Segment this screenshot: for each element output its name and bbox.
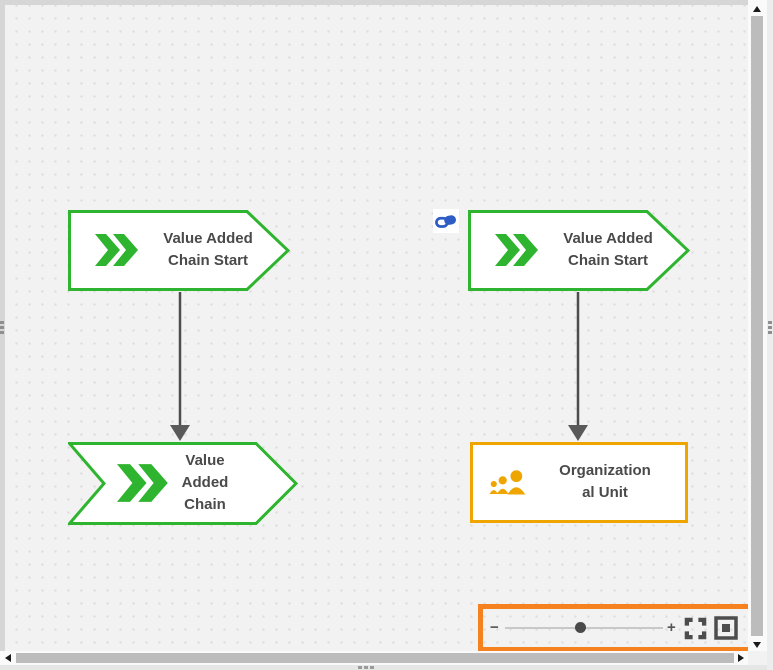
double-chevron-icon bbox=[495, 234, 538, 266]
right-splitter-handle[interactable] bbox=[768, 321, 772, 334]
node-value-added-chain-start-1[interactable]: Value Added Chain Start bbox=[68, 210, 290, 291]
vertical-scrollbar-thumb[interactable] bbox=[751, 16, 763, 636]
fullscreen-icon bbox=[684, 617, 706, 639]
fit-to-window-button[interactable] bbox=[714, 616, 738, 640]
double-chevron-icon bbox=[117, 464, 168, 502]
horizontal-scrollbar-thumb[interactable] bbox=[16, 653, 734, 663]
link-occurrence-badge[interactable] bbox=[433, 209, 459, 233]
people-icon bbox=[489, 470, 526, 495]
node-value-added-chain-start-2[interactable]: Value Added Chain Start bbox=[468, 210, 690, 291]
pentagon-shape bbox=[68, 210, 290, 291]
scroll-up-arrow-icon[interactable] bbox=[753, 6, 761, 12]
diagram-canvas[interactable] bbox=[5, 5, 748, 652]
zoom-toolbar: − + bbox=[483, 609, 750, 647]
pentagon-shape bbox=[468, 210, 690, 291]
scroll-down-arrow-icon[interactable] bbox=[753, 642, 761, 648]
rectangle-shape bbox=[470, 442, 688, 523]
fullscreen-button[interactable] bbox=[683, 616, 707, 640]
double-chevron-icon bbox=[95, 234, 138, 266]
chevron-shape bbox=[68, 442, 298, 525]
bottom-splitter-handle[interactable] bbox=[358, 666, 374, 669]
link-icon bbox=[435, 215, 456, 228]
scroll-left-arrow-icon[interactable] bbox=[5, 654, 11, 662]
node-label: Value Added Chain Start bbox=[563, 230, 653, 269]
horizontal-scrollbar[interactable] bbox=[0, 651, 748, 665]
fit-to-window-icon bbox=[714, 616, 738, 640]
node-label: Organization al Unit bbox=[559, 462, 651, 501]
zoom-slider-thumb[interactable] bbox=[575, 622, 586, 633]
node-value-added-chain[interactable]: Value Added Chain bbox=[68, 442, 298, 525]
bottom-panel-edge bbox=[0, 665, 773, 670]
left-splitter-handle[interactable] bbox=[0, 321, 4, 334]
zoom-out-button[interactable]: − bbox=[490, 619, 499, 636]
node-label: Value Added Chain bbox=[181, 452, 229, 513]
scrollbar-corner bbox=[748, 651, 767, 665]
zoom-toolbar-highlight: − + bbox=[478, 604, 755, 652]
right-panel-edge bbox=[767, 0, 773, 670]
zoom-in-button[interactable]: + bbox=[667, 619, 676, 636]
node-label: Value Added Chain Start bbox=[163, 230, 253, 269]
node-organizational-unit[interactable]: Organization al Unit bbox=[470, 442, 688, 523]
scroll-right-arrow-icon[interactable] bbox=[738, 654, 744, 662]
vertical-scrollbar[interactable] bbox=[748, 0, 767, 651]
